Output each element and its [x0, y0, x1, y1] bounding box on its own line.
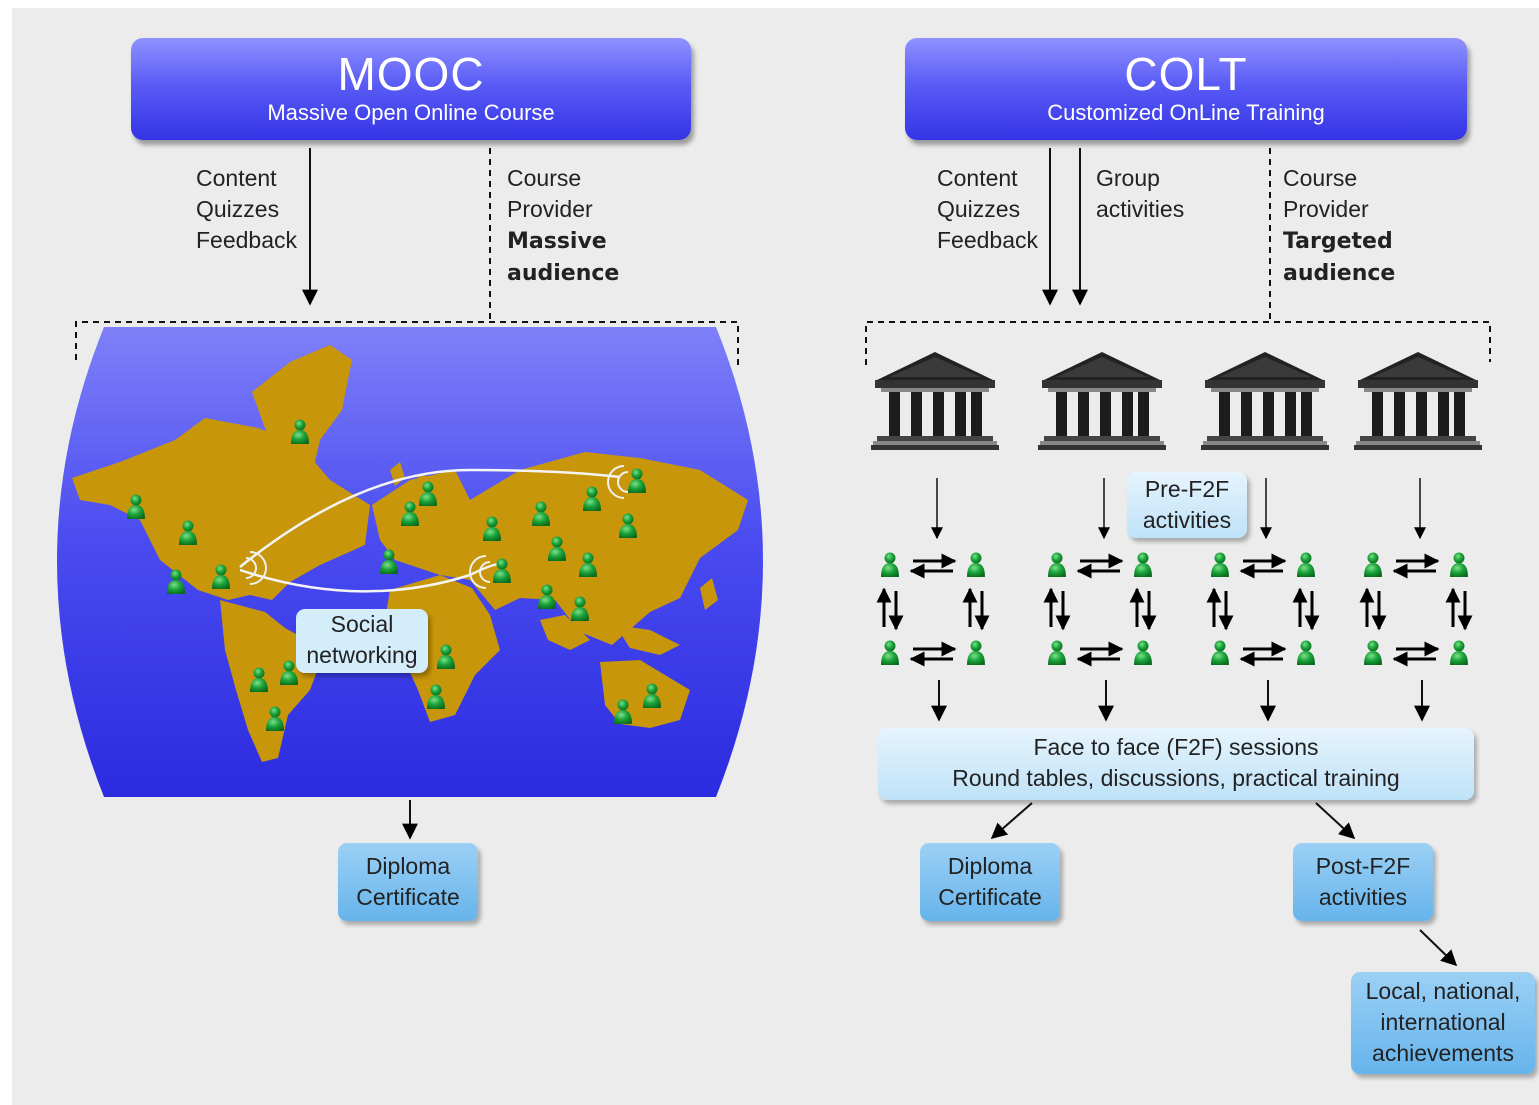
learner-cluster-icon — [881, 553, 985, 666]
colt-diploma-line2: Certificate — [938, 884, 1042, 910]
mooc-audience-line1: Massive — [507, 229, 607, 254]
pre-f2f-line2: activities — [1142, 507, 1232, 533]
achievements-line3: achievements — [1372, 1040, 1514, 1066]
post-achievements-arrow — [1419, 929, 1458, 967]
post-f2f-line2: activities — [1318, 884, 1408, 910]
mooc-diploma-line1: Diploma — [365, 853, 451, 879]
world-map — [57, 327, 763, 797]
f2f-line1: Face to face (F2F) sessions — [1033, 734, 1319, 760]
institution-icon — [1038, 352, 1166, 450]
mooc-input-quizzes: Quizzes — [196, 196, 280, 222]
f2f-diploma-arrow — [990, 802, 1033, 840]
social-link-arc — [239, 562, 506, 593]
post-f2f-line1: Post-F2F — [1315, 853, 1411, 879]
achievements-box: Local, national, international achieveme… — [1351, 972, 1535, 1074]
colt-audience-line2: audience — [1283, 261, 1396, 286]
mooc-subtitle: Massive Open Online Course — [267, 100, 555, 125]
mooc-audience-bracket — [75, 321, 739, 365]
f2f-line2: Round tables, discussions, practical tra… — [952, 765, 1400, 791]
learner-cluster-icon — [1364, 553, 1468, 666]
colt-input-content: Content — [937, 165, 1018, 191]
mooc-inputs-label: Content Quizzes Feedback — [196, 163, 297, 256]
colt-audience-line1: Targeted — [1283, 229, 1393, 254]
colt-input-quizzes: Quizzes — [937, 196, 1021, 222]
colt-columns — [871, 352, 1482, 722]
pre-f2f-line1: Pre-F2F — [1144, 476, 1230, 502]
mooc-diploma-line2: Certificate — [356, 884, 460, 910]
colt-header: COLT Customized OnLine Training — [905, 38, 1467, 140]
social-link-arc — [239, 468, 621, 568]
achievements-line1: Local, national, — [1365, 978, 1521, 1004]
mooc-title: MOOC — [337, 48, 485, 100]
mooc-diploma-box: Diploma Certificate — [338, 843, 478, 921]
colt-provider-line2: Provider — [1283, 196, 1369, 222]
institution-icon — [1201, 352, 1329, 450]
mooc-audience-line2: audience — [507, 261, 620, 286]
colt-group-label: Group activities — [1096, 163, 1184, 225]
social-line1: Social — [330, 611, 394, 637]
broadcast-icon — [245, 465, 629, 589]
achievements-line2: international — [1380, 1009, 1506, 1035]
colt-group-line1: Group — [1096, 165, 1160, 191]
f2f-sessions-box: Face to face (F2F) sessions Round tables… — [878, 728, 1474, 800]
mooc-input-feedback: Feedback — [196, 227, 298, 253]
learner-cluster-icon — [1048, 553, 1152, 666]
colt-provider-line1: Course — [1283, 165, 1358, 191]
colt-inputs-label: Content Quizzes Feedback — [937, 163, 1038, 256]
institution-icon — [871, 352, 999, 450]
colt-audience-bracket — [865, 321, 1491, 365]
mooc-provider-label: Course Provider Massive audience — [507, 163, 619, 289]
social-line2: networking — [306, 642, 418, 668]
colt-diploma-line1: Diploma — [947, 853, 1033, 879]
social-networking-box: Social networking — [296, 609, 428, 673]
mooc-header: MOOC Massive Open Online Course — [131, 38, 691, 140]
colt-subtitle: Customized OnLine Training — [1047, 100, 1325, 125]
pre-f2f-box: Pre-F2F activities — [1127, 472, 1247, 538]
colt-title: COLT — [1124, 48, 1248, 100]
mooc-input-content: Content — [196, 165, 277, 191]
colt-input-feedback: Feedback — [937, 227, 1039, 253]
f2f-post-arrow — [1315, 802, 1356, 840]
colt-group-line2: activities — [1096, 196, 1185, 222]
learner-cluster-icon — [1211, 553, 1315, 666]
colt-diploma-box: Diploma Certificate — [920, 843, 1060, 921]
colt-provider-label: Course Provider Targeted audience — [1283, 163, 1395, 289]
institution-icon — [1354, 352, 1482, 450]
mooc-provider-line2: Provider — [507, 196, 593, 222]
post-f2f-box: Post-F2F activities — [1293, 843, 1433, 921]
mooc-provider-line1: Course — [507, 165, 582, 191]
